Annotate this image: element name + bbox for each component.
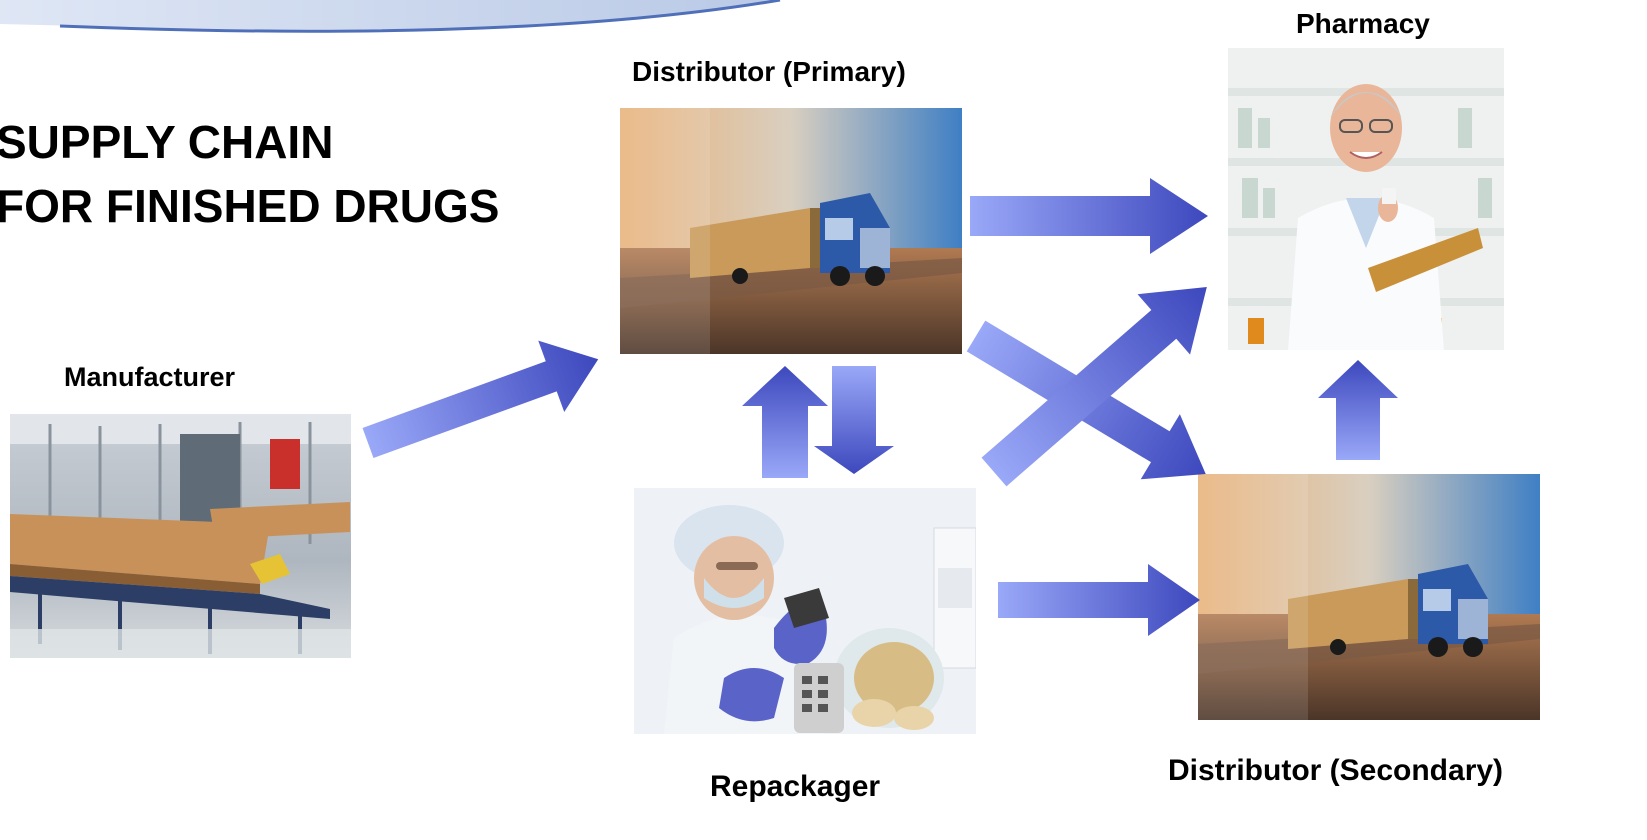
distributor-secondary-label: Distributor (Secondary) (1168, 754, 1504, 787)
repackager-label: Repackager (710, 770, 881, 803)
header-swoosh (0, 0, 781, 33)
arrow-repackager-to-distributor-primary (742, 366, 828, 478)
diagram-title: SUPPLY CHAIN FOR FINISHED DRUGS (0, 116, 500, 232)
arrow-distributor-primary-to-pharmacy (970, 178, 1208, 254)
arrow-repackager-to-pharmacy (981, 286, 1207, 487)
arrow-distributor-primary-to-repackager (814, 366, 894, 474)
manufacturer-photo (10, 414, 351, 658)
repackager-photo (634, 488, 976, 734)
distributor-primary-label: Distributor (Primary) (632, 56, 906, 87)
arrow-distributor-secondary-to-pharmacy (1318, 360, 1398, 460)
pharmacy-label: Pharmacy (1296, 8, 1430, 39)
arrow-manufacturer-to-distributor-primary (362, 340, 599, 459)
manufacturer-label: Manufacturer (64, 362, 236, 392)
pharmacy-photo (1228, 48, 1504, 350)
distributor-primary-photo (620, 108, 962, 354)
arrow-repackager-to-distributor-secondary (998, 564, 1200, 636)
distributor-secondary-photo (1198, 474, 1540, 720)
